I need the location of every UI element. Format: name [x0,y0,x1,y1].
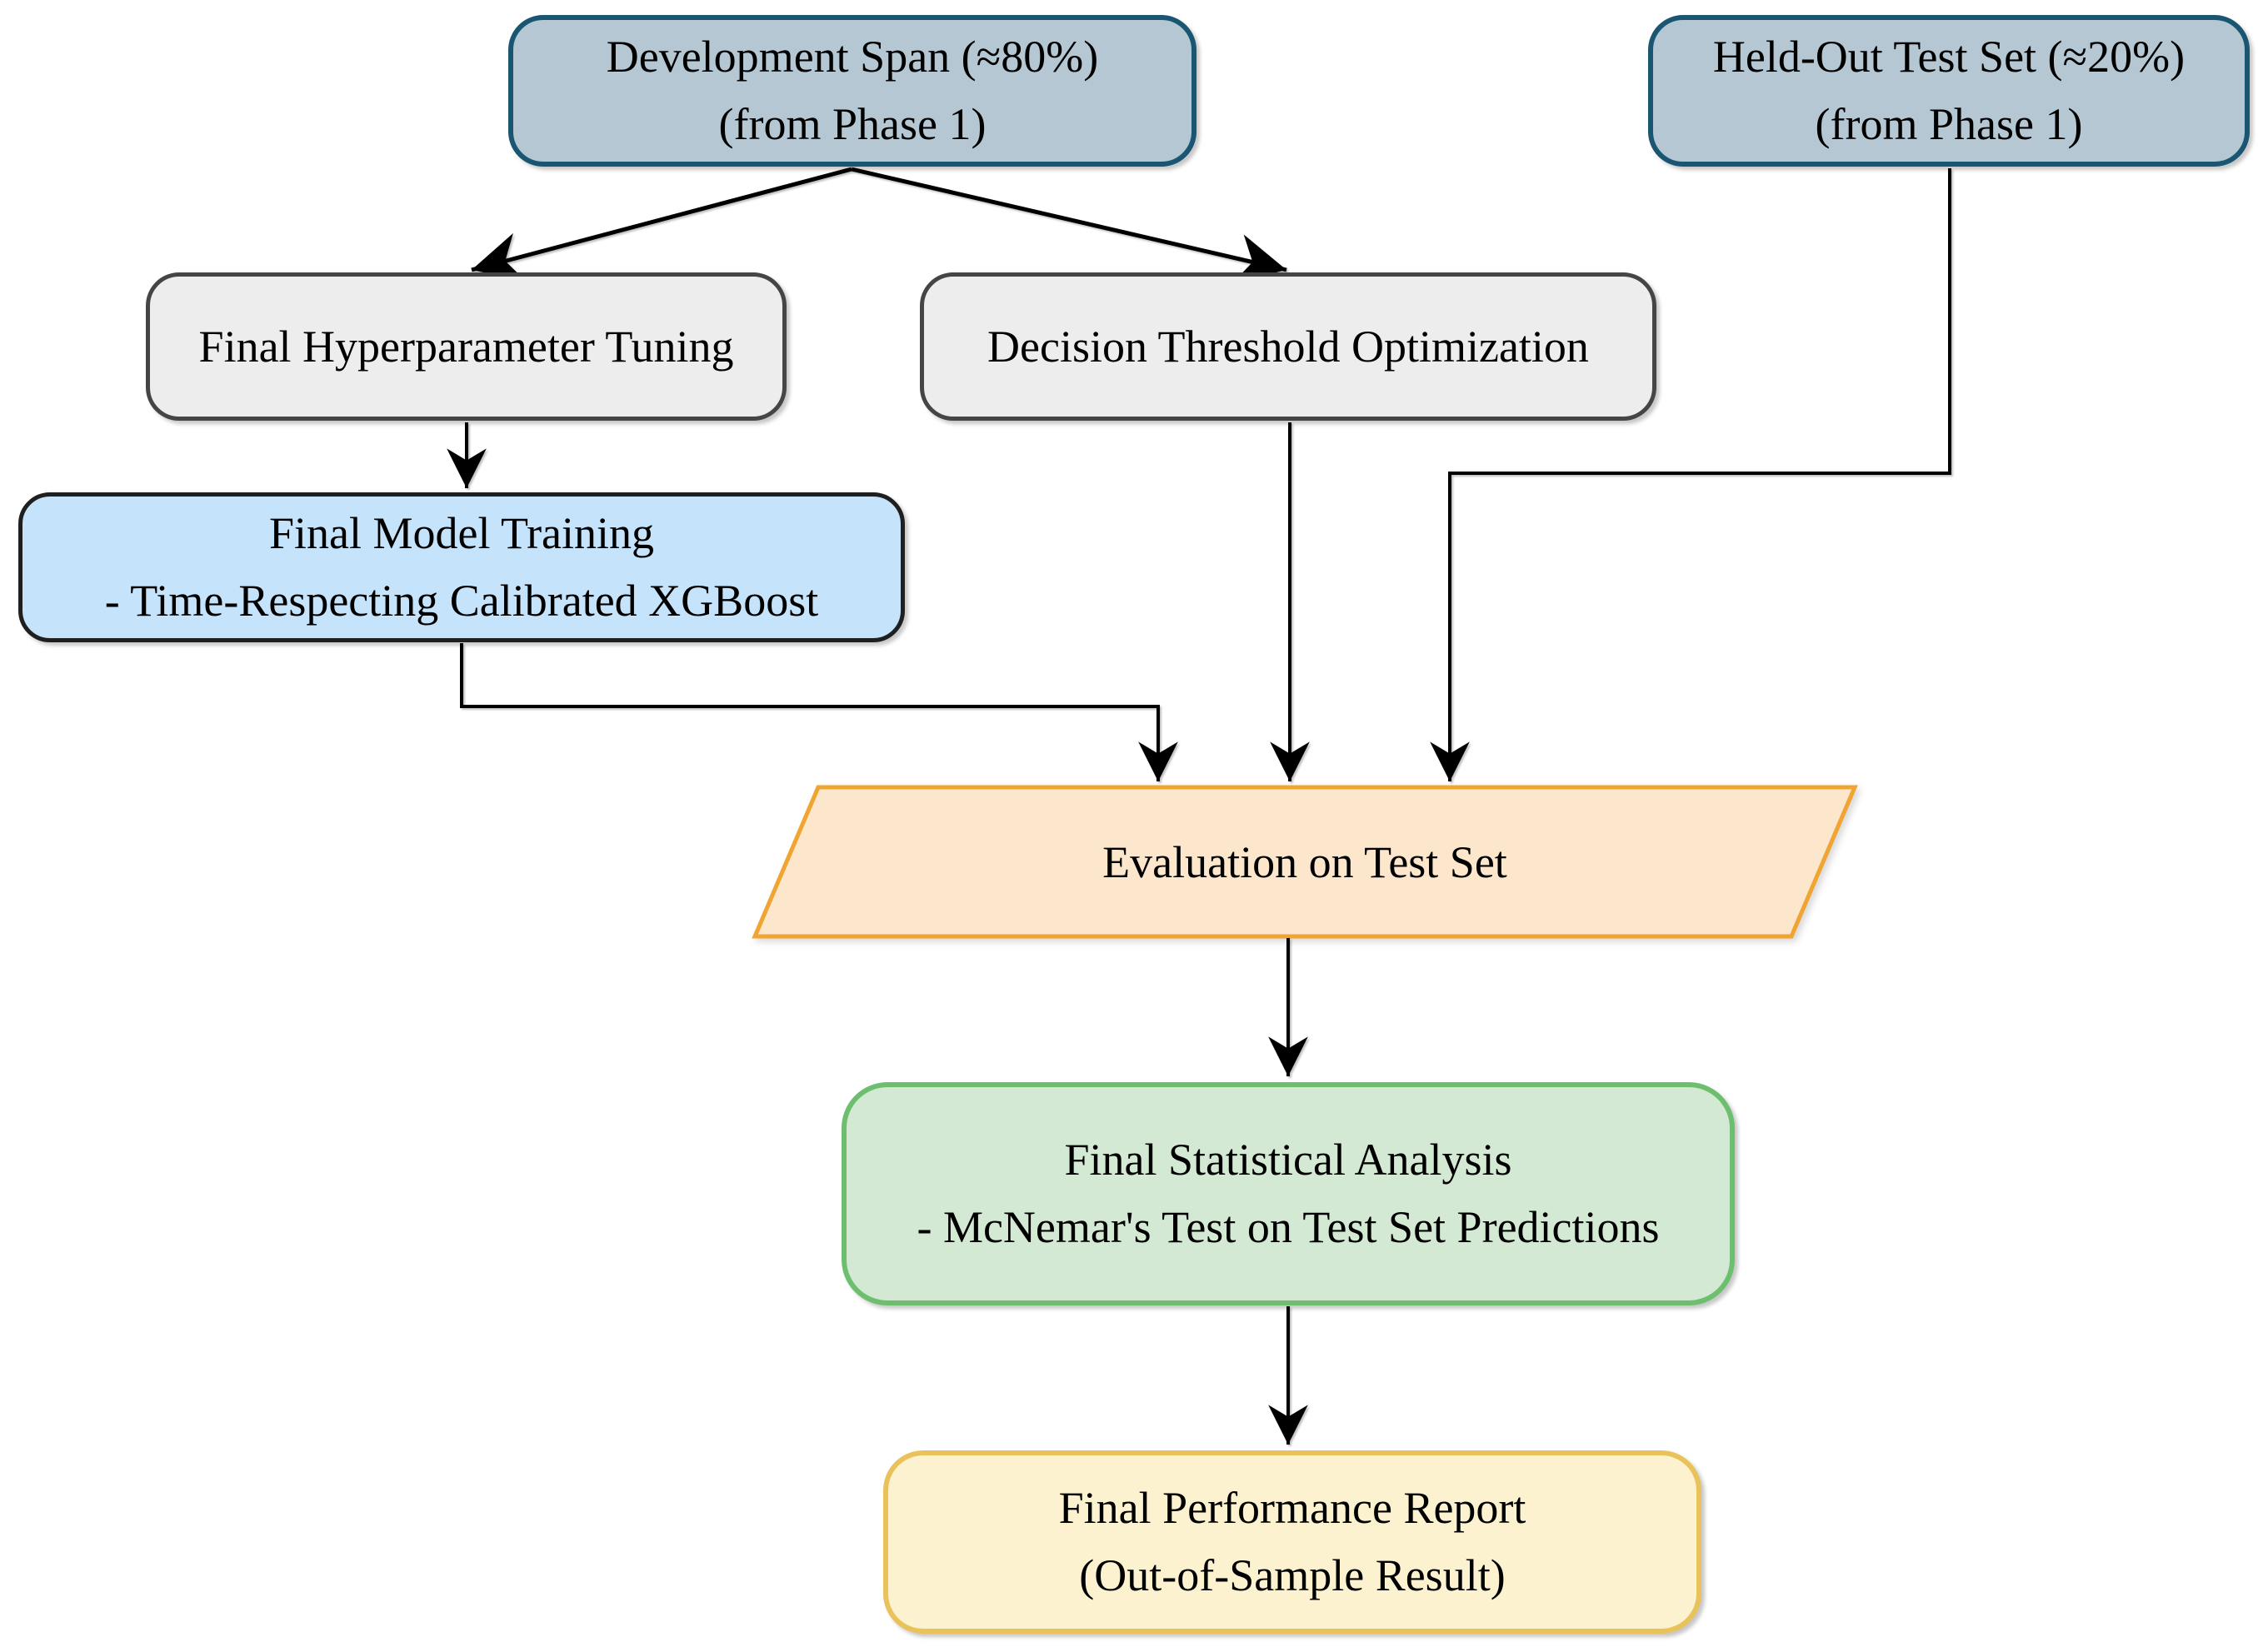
node-final-model-training: Final Model Training - Time-Respecting C… [18,492,905,642]
node-evaluation-shape [752,785,1858,939]
edge-heldout-to-evaluation [1430,168,1951,781]
edge-devspan-to-hypertuning [471,167,852,282]
node-final-performance-report-line1: Final Performance Report [1058,1483,1526,1533]
node-evaluation-label: Evaluation on Test Set [755,787,1855,937]
node-hyperparameter-tuning: Final Hyperparameter Tuning [146,272,787,421]
node-development-span-line1: Development Span (≈80%) [606,32,1099,82]
node-evaluation-label-text: Evaluation on Test Set [1102,836,1507,887]
node-hyperparameter-tuning-label: Final Hyperparameter Tuning [198,321,734,372]
node-final-model-training-line1: Final Model Training [268,508,655,558]
node-threshold-optimization-label: Decision Threshold Optimization [987,321,1589,372]
node-final-statistical-analysis-line1: Final Statistical Analysis [1064,1135,1512,1185]
node-final-statistical-analysis: Final Statistical Analysis - McNemar's T… [842,1082,1735,1305]
node-threshold-optimization: Decision Threshold Optimization [920,272,1656,421]
node-development-span: Development Span (≈80%) (from Phase 1) [508,15,1196,167]
node-held-out-test-set: Held-Out Test Set (≈20%) (from Phase 1) [1648,15,2250,167]
node-held-out-test-set-line2: (from Phase 1) [1815,99,2083,149]
edge-devspan-to-thresholdopt [851,167,1287,283]
node-final-performance-report: Final Performance Report (Out-of-Sample … [883,1450,1701,1634]
node-held-out-test-set-line1: Held-Out Test Set (≈20%) [1712,32,2186,82]
node-final-model-training-line2: - Time-Respecting Calibrated XGBoost [104,576,819,626]
node-final-statistical-analysis-line2: - McNemar's Test on Test Set Predictions [917,1202,1660,1252]
node-development-span-line2: (from Phase 1) [718,99,987,149]
node-final-performance-report-line2: (Out-of-Sample Result) [1079,1550,1506,1600]
edge-modeltraining-to-evaluation [460,643,1178,781]
